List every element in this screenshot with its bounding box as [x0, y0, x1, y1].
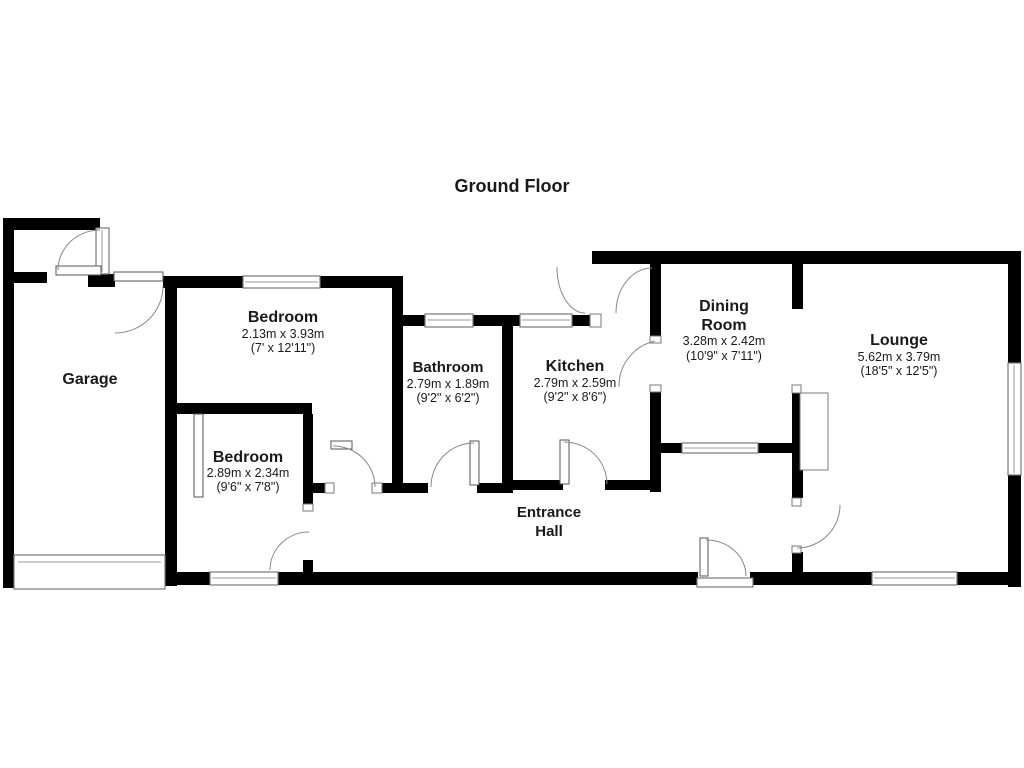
room-label-garage: Garage	[62, 371, 117, 388]
wall-right-lower	[1008, 475, 1021, 587]
wall-north-kitchen-right	[572, 315, 592, 326]
jamb	[791, 384, 802, 394]
room-label-lounge: Lounge	[870, 332, 928, 349]
wall-bedroom2-top	[177, 403, 312, 414]
door-leaf-garage-side	[113, 271, 164, 282]
room-label-bedroom2: Bedroom	[213, 449, 283, 466]
door-arc-lounge	[796, 504, 841, 549]
wall-dining-bottom-left	[658, 443, 682, 453]
wall-lobby-corner	[88, 274, 115, 287]
garage-door	[13, 554, 166, 590]
door-arc-vestibule	[332, 445, 376, 488]
door-arc-backdoor-out	[556, 266, 586, 314]
room-label-bedroom1: Bedroom	[248, 309, 318, 326]
jamb	[589, 313, 602, 328]
room-dim-bathroom-metric: 2.79m x 1.89m	[407, 377, 490, 391]
wall-dining-lounge-mid	[792, 393, 803, 498]
window-mullions	[18, 230, 1015, 579]
labels: Ground Floor Garage Bedroom 2.13m x 3.93…	[62, 176, 940, 540]
wall-north-bathroom-right	[473, 315, 520, 326]
door-leaf-bedroom2-wall	[193, 413, 204, 498]
wall-kitchen-dining-lower	[650, 392, 661, 492]
wall-garage-right	[165, 276, 177, 586]
door-arc-front	[705, 539, 747, 577]
wall-vestibule-bottom-right	[381, 483, 393, 493]
wall-dining-lounge-stub	[792, 552, 803, 574]
wall-north-bathroom-left	[403, 315, 425, 326]
door-arcs	[57, 229, 841, 577]
room-dim-dining-metric: 3.28m x 2.42m	[683, 334, 766, 348]
room-dim-kitchen-metric: 2.79m x 2.59m	[534, 376, 617, 390]
wall-dining-lounge-upper	[792, 264, 803, 309]
wall-north-garage	[163, 276, 243, 288]
wall-left-outer	[3, 218, 14, 588]
door-arc-lobby	[57, 229, 101, 271]
wall-south-3	[750, 572, 872, 585]
door-leaf-lobby	[55, 265, 102, 276]
door-leaf-kitchen	[559, 439, 570, 485]
room-dim-lounge-metric: 5.62m x 3.79m	[858, 350, 941, 364]
room-dim-dining-imperial: (10'9" x 7'11")	[686, 349, 762, 363]
jamb	[371, 482, 383, 494]
room-label-bathroom: Bathroom	[413, 359, 484, 376]
room-dim-lounge-imperial: (18'5" x 12'5")	[861, 364, 938, 378]
room-dim-kitchen-imperial: (9'2" x 8'6")	[544, 390, 607, 404]
door-leaves	[55, 265, 709, 577]
room-dim-bedroom1-metric: 2.13m x 3.93m	[242, 327, 325, 341]
fireplace-recess	[799, 392, 829, 471]
jamb	[649, 384, 662, 393]
room-dim-bedroom1-imperial: (7' x 12'11")	[251, 341, 316, 355]
wall-lobby-bottom	[3, 272, 47, 283]
door-leaf-front	[699, 537, 709, 577]
door-arc-backdoor-in	[615, 267, 653, 314]
jamb	[791, 497, 802, 507]
wall-lobby-top	[3, 218, 100, 230]
room-label-hall-2: Hall	[535, 523, 563, 540]
walls	[3, 218, 1021, 588]
door-jambs	[302, 313, 802, 554]
room-label-hall-1: Entrance	[517, 504, 581, 521]
wall-bathroom-bottom-left	[403, 483, 428, 493]
door-leaf-vestibule	[330, 440, 353, 450]
room-label-dining-2: Room	[701, 317, 746, 334]
room-label-kitchen: Kitchen	[546, 358, 605, 375]
wall-right-upper	[1008, 251, 1021, 363]
door-arc-garage-side	[114, 285, 164, 334]
door-arc-bedroom2	[269, 531, 310, 571]
wall-kitchen-bottom-right	[605, 480, 652, 490]
wall-step-vertical	[392, 276, 403, 326]
room-dim-bathroom-imperial: (9'2" x 6'2")	[417, 391, 480, 405]
wall-dining-bottom-right	[758, 443, 794, 453]
room-dim-bedroom2-imperial: (9'6" x 7'8")	[217, 480, 280, 494]
wall-vestibule-bottom-left	[312, 483, 326, 493]
wall-kitchen-bottom-left	[513, 480, 563, 490]
front-door-threshold	[696, 577, 754, 588]
jamb	[324, 482, 335, 494]
doors	[55, 229, 841, 577]
door-arc-bathroom	[430, 442, 475, 488]
room-label-dining-1: Dining	[699, 298, 749, 315]
door-leaf-bathroom	[469, 440, 480, 486]
wall-bedroom2-right	[303, 414, 313, 510]
wall-south-4	[957, 572, 1011, 585]
wall-bath-kitchen-divider	[502, 326, 513, 490]
jamb	[791, 545, 802, 554]
jamb	[302, 503, 314, 512]
door-arc-kitchen	[563, 441, 608, 485]
wall-south-1	[165, 572, 211, 585]
wall-south-2	[277, 572, 698, 585]
wall-north-bedroom1	[320, 276, 395, 288]
jamb	[649, 335, 662, 344]
wall-bathroom-bottom-right	[477, 483, 513, 493]
wall-bathroom-left	[392, 326, 403, 493]
wall-north-dining-lounge	[592, 251, 1011, 264]
room-dim-bedroom2-metric: 2.89m x 2.34m	[207, 466, 290, 480]
page-title: Ground Floor	[455, 176, 570, 196]
wall-kitchen-dining-upper	[650, 264, 661, 336]
door-arc-kitchen-dining	[618, 340, 656, 388]
